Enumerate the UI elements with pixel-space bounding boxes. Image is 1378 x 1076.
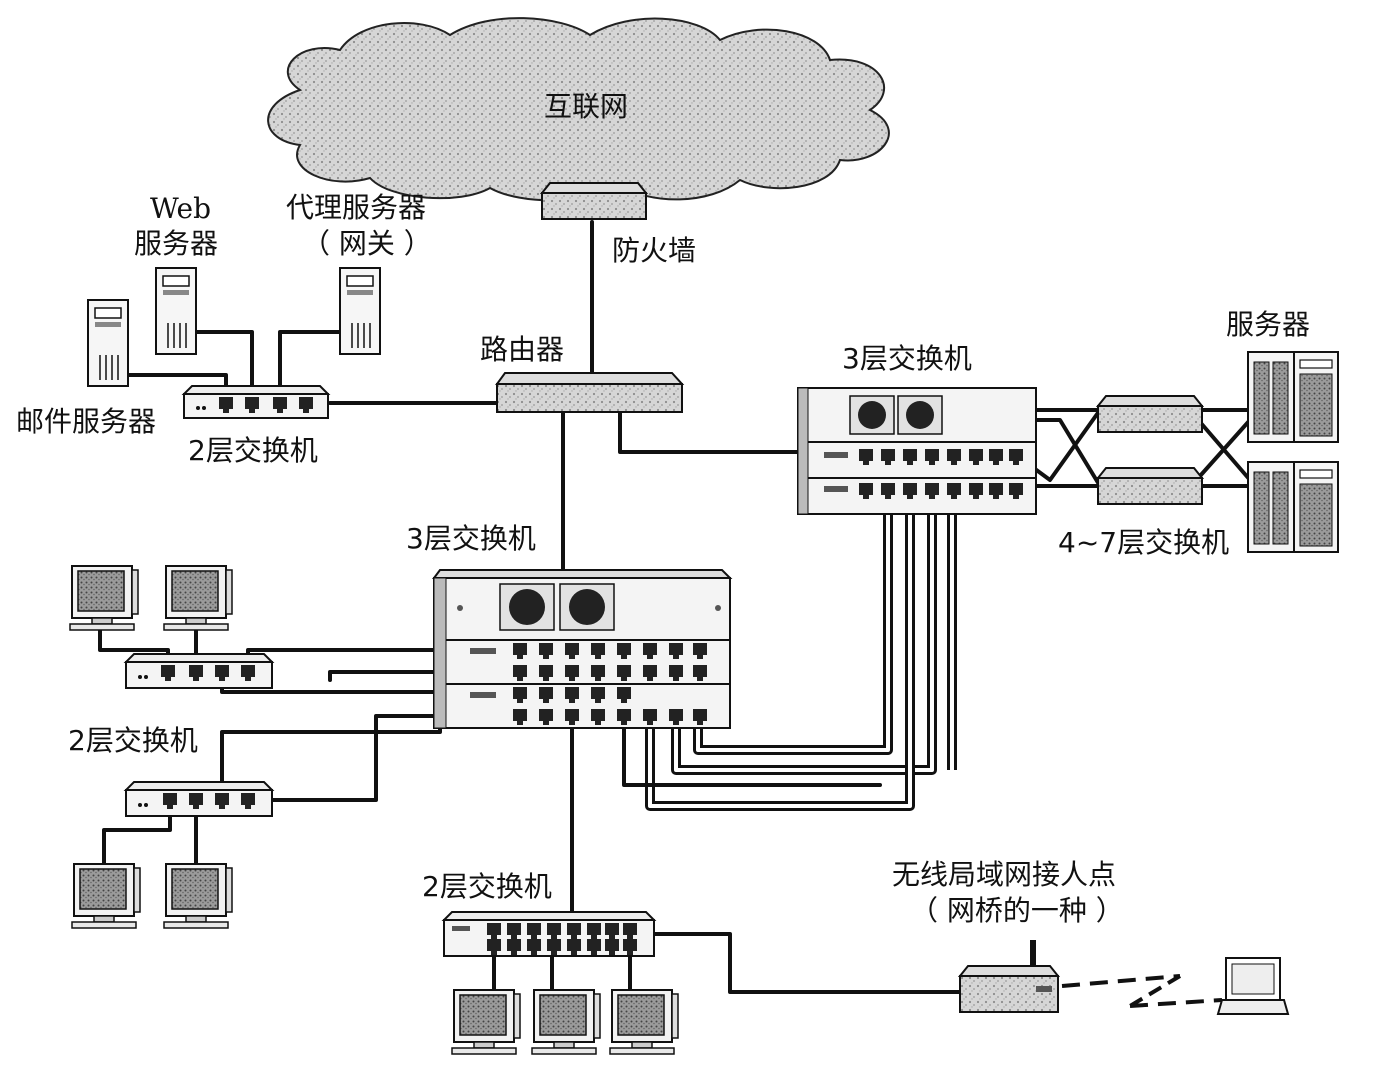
internet-label: 互联网 bbox=[544, 90, 629, 123]
router-device bbox=[495, 372, 685, 413]
web-server-label-line1: Web bbox=[150, 192, 211, 225]
l3-switch-center-label: 3层交换机 bbox=[406, 522, 536, 555]
proxy-server-tower bbox=[339, 267, 381, 355]
l2-switch-top-label: 2层交换机 bbox=[188, 434, 318, 467]
proxy-server-label-line2: （ 网关 ） bbox=[302, 227, 432, 260]
l47-switch-label: 4~7层交换机 bbox=[1058, 526, 1230, 559]
web-server-label-line2: 服务器 bbox=[134, 227, 219, 260]
pc-left-top-1 bbox=[69, 565, 139, 631]
pc-bottom-3 bbox=[609, 989, 679, 1055]
l47-switch-upper-device bbox=[1097, 395, 1203, 433]
l47-switch-lower-device bbox=[1097, 467, 1203, 505]
web-server-tower bbox=[155, 267, 197, 355]
pc-bottom-1 bbox=[451, 989, 521, 1055]
laptop-device bbox=[1216, 957, 1290, 1015]
l2-switch-top-device bbox=[181, 385, 331, 419]
proxy-server-label-line1: 代理服务器 bbox=[286, 191, 427, 224]
firewall-label: 防火墙 bbox=[612, 234, 697, 267]
wlan-access-point-device bbox=[957, 940, 1061, 1013]
pc-left-top-2 bbox=[163, 565, 233, 631]
l3-switch-center-device bbox=[432, 569, 733, 729]
internet-cloud bbox=[267, 17, 890, 202]
pc-bottom-2 bbox=[531, 989, 601, 1055]
pc-left-bottom-2 bbox=[163, 863, 233, 929]
l3-switch-right-device bbox=[797, 387, 1037, 515]
l2-switch-bottom-label: 2层交换机 bbox=[422, 870, 552, 903]
pc-left-bottom-1 bbox=[71, 863, 141, 929]
wlan-ap-label-line1: 无线局域网接人点 bbox=[892, 858, 1117, 891]
server-rack-upper bbox=[1247, 351, 1339, 443]
wlan-ap-label-line2: （ 网桥的一种 ） bbox=[910, 894, 1124, 927]
l2-switch-left-bottom-device bbox=[123, 781, 275, 817]
l2-switch-left-top-device bbox=[123, 653, 275, 689]
server-rack-lower bbox=[1247, 461, 1339, 553]
l3-switch-right-label: 3层交换机 bbox=[842, 342, 972, 375]
mail-server-label: 邮件服务器 bbox=[16, 405, 157, 438]
router-label: 路由器 bbox=[480, 333, 565, 366]
l2-switch-left-label: 2层交换机 bbox=[68, 724, 198, 757]
servers-label: 服务器 bbox=[1226, 308, 1311, 341]
l2-switch-bottom-device bbox=[441, 911, 657, 957]
mail-server-tower bbox=[87, 299, 129, 387]
wireless-link-dashes bbox=[1061, 974, 1223, 1008]
firewall-device bbox=[541, 182, 647, 220]
